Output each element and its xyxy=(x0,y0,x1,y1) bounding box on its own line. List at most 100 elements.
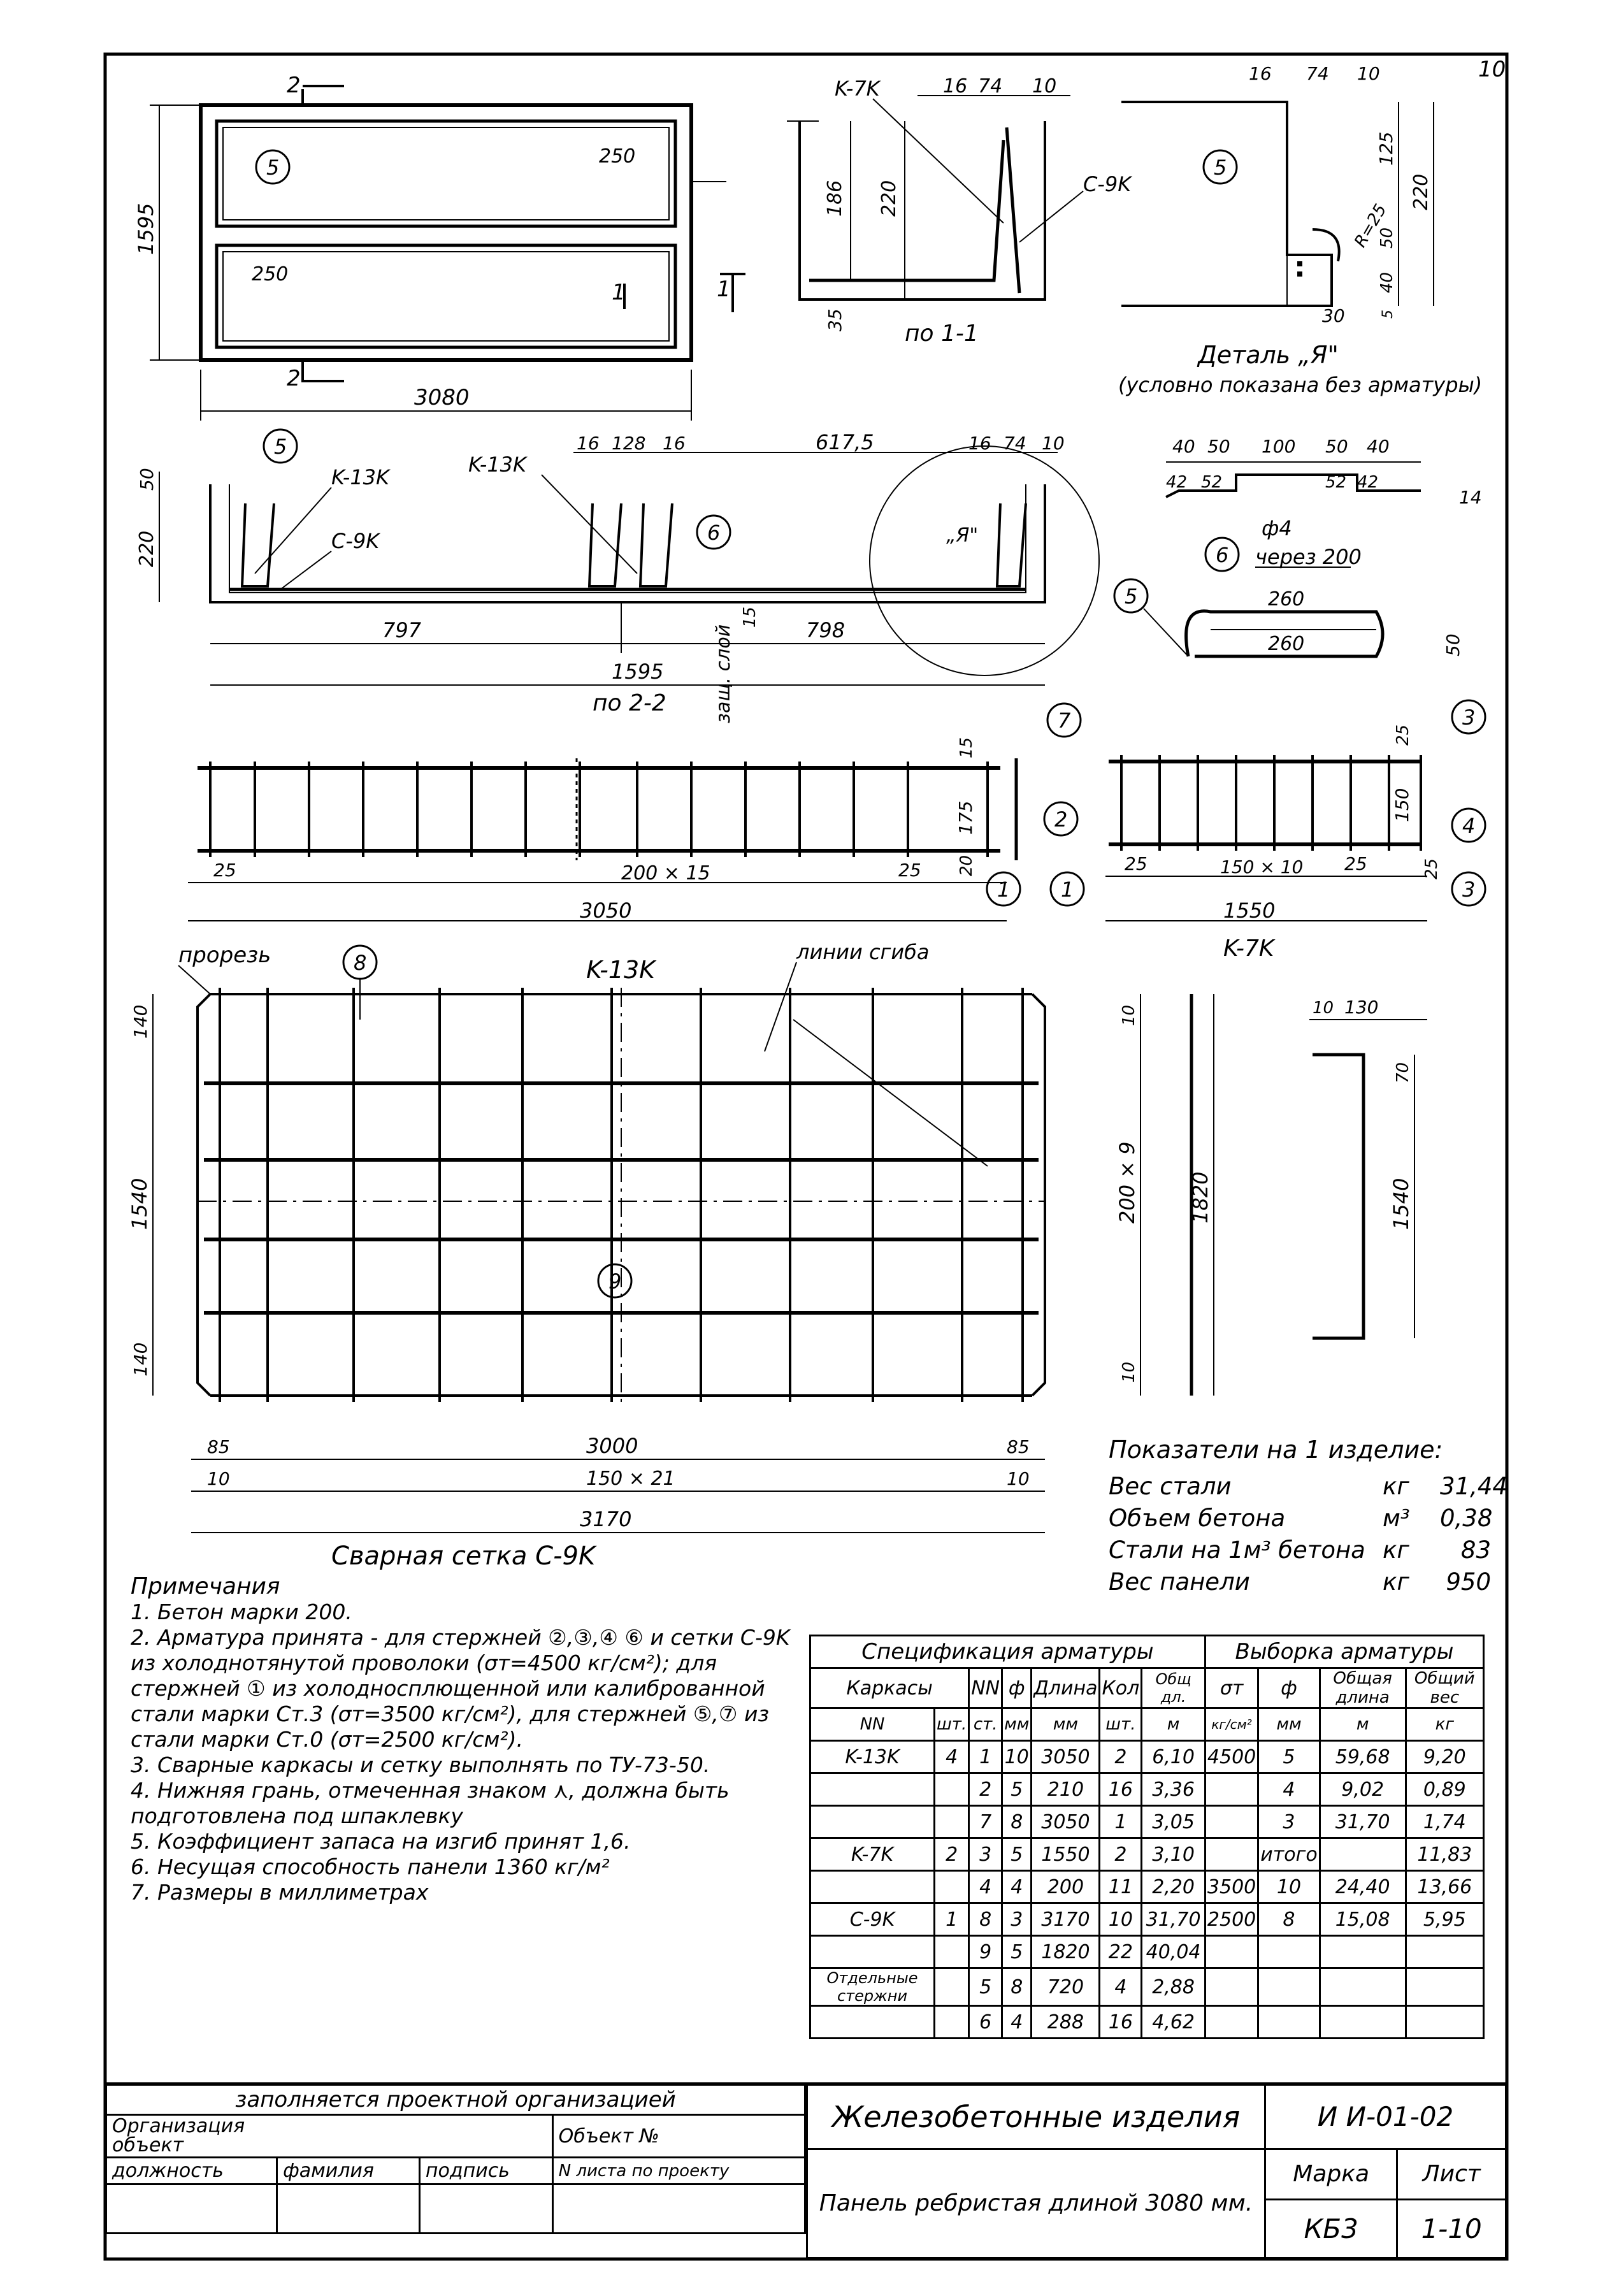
svg-text:K-7K: K-7K xyxy=(835,76,882,101)
svg-text:74: 74 xyxy=(978,75,1002,97)
svg-text:85: 85 xyxy=(1007,1436,1030,1457)
svg-text:175: 175 xyxy=(955,801,976,835)
col-unit: м xyxy=(1140,1707,1206,1742)
col-header: Каркасы xyxy=(809,1667,970,1709)
plan-height-dim: 1595 xyxy=(134,203,158,255)
svg-text:797: 797 xyxy=(382,618,422,642)
svg-text:10: 10 xyxy=(1042,433,1065,454)
svg-text:через 200: через 200 xyxy=(1255,545,1362,569)
col-unit: шт. xyxy=(933,1707,970,1742)
svg-text:85: 85 xyxy=(207,1436,230,1457)
svg-text:250: 250 xyxy=(252,263,288,285)
svg-text:6: 6 xyxy=(1216,543,1228,567)
svg-text:4: 4 xyxy=(1462,814,1475,838)
title-block-left: заполняется проектной организацией Орган… xyxy=(104,2084,807,2234)
svg-text:3170: 3170 xyxy=(580,1507,631,1531)
svg-text:1: 1 xyxy=(1061,877,1074,902)
svg-text:40: 40 xyxy=(1367,436,1390,457)
note-item: 1. Бетон марки 200. xyxy=(131,1599,352,1624)
svg-text:798: 798 xyxy=(806,618,845,642)
bar-8-detail: 10 130 70 1540 xyxy=(1309,997,1427,1340)
col-header: NN xyxy=(968,1667,1004,1709)
svg-text:140: 140 xyxy=(130,1005,151,1039)
svg-text:200 × 9: 200 × 9 xyxy=(1115,1141,1139,1224)
note-item: 5. Коэффициент запаса на изгиб принят 1,… xyxy=(131,1829,631,1854)
product-name: Панель ребристая длиной 3080 мм. xyxy=(806,2148,1266,2260)
svg-text:50: 50 xyxy=(136,468,157,491)
svg-text:16: 16 xyxy=(1249,63,1272,84)
svg-text:3000: 3000 xyxy=(586,1434,638,1458)
svg-text:42: 42 xyxy=(1357,473,1378,492)
svg-text:K-13K: K-13K xyxy=(331,465,391,489)
svg-text:1540: 1540 xyxy=(1389,1178,1413,1230)
svg-text:186: 186 xyxy=(824,180,846,217)
svg-text:50: 50 xyxy=(1378,227,1397,249)
sheet-label: Лист xyxy=(1396,2148,1507,2200)
svg-text:15: 15 xyxy=(957,737,976,758)
object-label: объект xyxy=(112,2134,184,2156)
svg-text:25: 25 xyxy=(1344,853,1367,874)
svg-text:5: 5 xyxy=(1380,310,1396,319)
svg-text:50: 50 xyxy=(1207,436,1230,457)
svg-text:16: 16 xyxy=(968,433,991,454)
svg-text:150: 150 xyxy=(1392,788,1413,822)
col-unit: мм xyxy=(1030,1707,1101,1742)
notes-block: Примечания 1. Бетон марки 200. 2. Армату… xyxy=(131,1574,800,1905)
sheet-frame xyxy=(103,52,1509,2261)
col-unit: ст. xyxy=(968,1707,1004,1742)
svg-text:2: 2 xyxy=(287,366,301,391)
svg-text:3: 3 xyxy=(1462,877,1475,902)
svg-text:260: 260 xyxy=(1268,633,1304,655)
col-header: Общая длина xyxy=(1318,1667,1407,1709)
bar-5-detail: 260 260 50 5 xyxy=(1113,578,1464,658)
spec-table: Спецификация арматуры Выборка арматуры К… xyxy=(809,1635,1485,2039)
sheet-number: 10 xyxy=(1478,57,1506,82)
detail-a-subtitle: (условно показана без арматуры) xyxy=(1118,373,1482,397)
sheet-no-project-label: N листа по проекту xyxy=(551,2156,807,2185)
svg-text:K-13K: K-13K xyxy=(586,956,657,984)
svg-text:7: 7 xyxy=(1058,709,1071,733)
svg-text:150 × 10: 150 × 10 xyxy=(1220,856,1303,877)
svg-text:C-9K: C-9K xyxy=(1083,172,1133,196)
frame-k7k: 25 150 × 10 25 1550 25 150 25 K-7K 3 4 3 xyxy=(1105,699,1486,962)
svg-text:140: 140 xyxy=(130,1343,151,1376)
svg-text:50: 50 xyxy=(1325,436,1348,457)
svg-text:125: 125 xyxy=(1376,132,1397,166)
svg-text:70: 70 xyxy=(1393,1062,1413,1083)
col-header: ф xyxy=(1001,1667,1033,1709)
svg-text:150 × 21: 150 × 21 xyxy=(586,1468,675,1490)
sheet-value: 1-10 xyxy=(1396,2198,1507,2260)
col-unit: NN xyxy=(809,1707,936,1742)
svg-text:130: 130 xyxy=(1344,997,1378,1018)
svg-text:250: 250 xyxy=(599,145,635,168)
detail-a: 5 16 74 10 125 220 50 40 5 30 R=25 Детал… xyxy=(1118,63,1482,397)
svg-text:10: 10 xyxy=(1119,1362,1139,1383)
svg-text:10: 10 xyxy=(1032,75,1056,97)
col-unit: кг/см² xyxy=(1204,1707,1260,1742)
section-2-2: „Я" 5 6 K-13K K-13K C-9K 16 128 16 617,5… xyxy=(136,428,1100,723)
svg-text:25: 25 xyxy=(213,860,236,881)
svg-text:40: 40 xyxy=(1378,272,1397,293)
col-header: Длина xyxy=(1030,1667,1101,1709)
title-block-right: Железобетонные изделия И И-01-02 Панель … xyxy=(806,2084,1507,2260)
svg-text:5: 5 xyxy=(1125,584,1137,609)
svg-text:16: 16 xyxy=(943,75,967,97)
svg-text:50: 50 xyxy=(1443,633,1464,656)
frame-k13k: 25 200 × 15 25 3050 15 175 20 7 2 1 1 xyxy=(188,702,1085,923)
svg-text:защ. слой: защ. слой xyxy=(712,625,735,723)
svg-text:1: 1 xyxy=(717,277,731,302)
svg-text:74: 74 xyxy=(1306,63,1329,84)
col-header: Кол xyxy=(1098,1667,1143,1709)
svg-text:9: 9 xyxy=(608,1269,621,1294)
organization-label: Организация xyxy=(112,2115,245,2137)
svg-text:5: 5 xyxy=(1214,155,1227,180)
